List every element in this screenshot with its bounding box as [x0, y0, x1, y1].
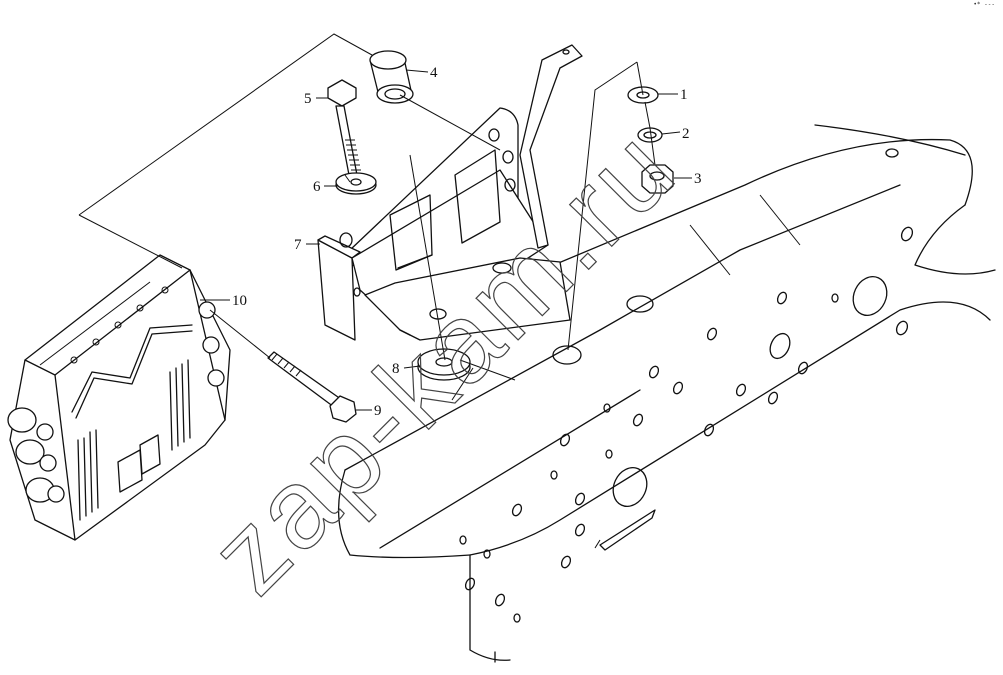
- bushing-sleeve: [369, 50, 414, 104]
- callout-leaders: [200, 69, 692, 411]
- bolt-lower: [267, 351, 357, 423]
- strap-bracket: [519, 44, 583, 249]
- callout-1: 1: [680, 87, 688, 103]
- callout-8: 8: [392, 361, 400, 377]
- callout-7: 7: [294, 237, 302, 253]
- washer-6: [335, 172, 377, 195]
- large-washer-8: [417, 348, 471, 381]
- corner-mark: •* ---: [973, 1, 995, 8]
- assembly-lines: [78, 33, 656, 401]
- gearbox-housing: [7, 254, 231, 541]
- callout-labels: 1 2 3 4 5 6 7 8 9 10: [232, 65, 702, 419]
- callout-10: 10: [232, 293, 247, 309]
- frame-rail: [337, 124, 996, 663]
- callout-4: 4: [430, 65, 438, 81]
- bolt-upper: [327, 79, 361, 176]
- callout-6: 6: [313, 179, 321, 195]
- callout-2: 2: [682, 126, 690, 142]
- frame-holes: [459, 148, 914, 623]
- callout-5: 5: [304, 91, 312, 107]
- mounting-bracket: [317, 107, 571, 341]
- callout-9: 9: [374, 403, 382, 419]
- callout-3: 3: [694, 171, 702, 187]
